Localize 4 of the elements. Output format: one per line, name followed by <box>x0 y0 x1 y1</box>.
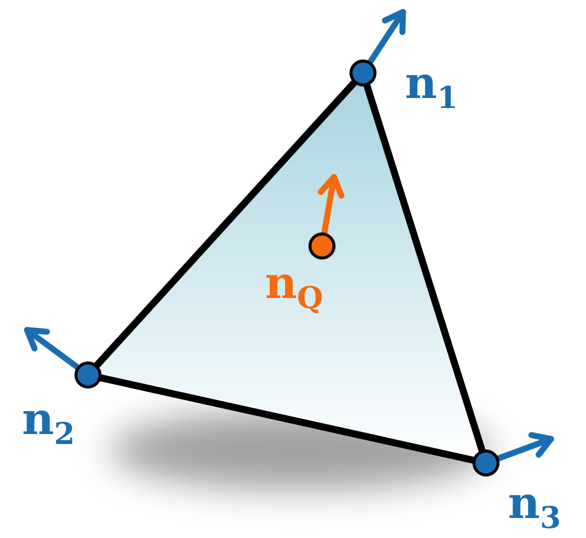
vector-label: n$_{3}$ <box>508 482 561 534</box>
vector-label: n$_{Q}$ <box>265 262 324 314</box>
vector-label: n$_{1}$ <box>405 62 458 114</box>
vector-label: n$_{2}$ <box>22 398 75 450</box>
